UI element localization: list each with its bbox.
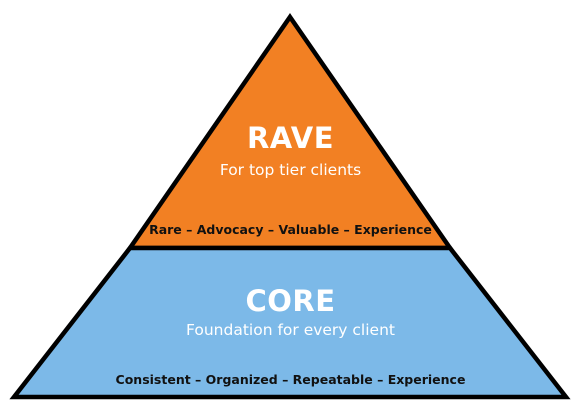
core-tier-shape	[9, 245, 571, 400]
rave-tier-title: RAVE	[246, 121, 335, 155]
core-tier-acronym: Consistent – Organized – Repeatable – Ex…	[115, 372, 466, 387]
rave-tier-acronym: Rare – Advocacy – Valuable – Experience	[149, 222, 432, 237]
core-tier-title: CORE	[245, 284, 336, 318]
rave-tier-subtitle: For top tier clients	[219, 161, 362, 179]
core-tier-subtitle: Foundation for every client	[186, 321, 395, 339]
